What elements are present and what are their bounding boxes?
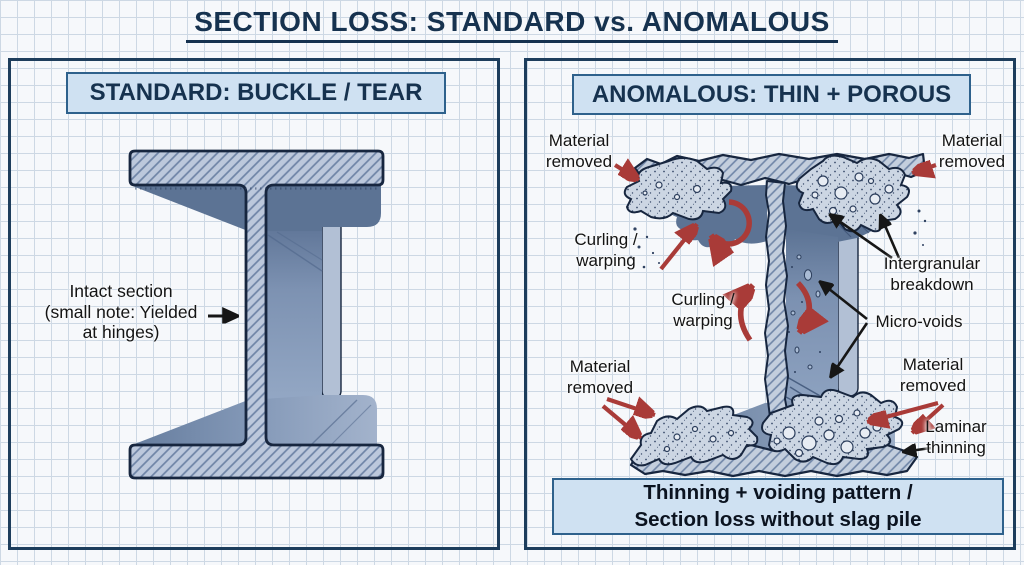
arrow-intergranular-2 bbox=[880, 214, 901, 259]
title-bar: SECTION LOSS: STANDARD vs. ANOMALOUS bbox=[0, 6, 1024, 43]
black-callout-arrows bbox=[819, 214, 932, 452]
intact-section-callout: Intact section (small note: Yielded at h… bbox=[44, 281, 198, 343]
label-curling-warping-upper: Curling / warping bbox=[574, 230, 638, 270]
ibeam-cross-section bbox=[128, 149, 385, 480]
arrow-micro-voids-1 bbox=[819, 281, 868, 321]
corroded-ibeam-illustration bbox=[601, 152, 945, 478]
anomalous-panel-header: ANOMALOUS: THIN + POROUS bbox=[572, 74, 971, 115]
web-hatched bbox=[764, 180, 790, 426]
arrow-material-removed-top-right bbox=[911, 165, 937, 173]
web-side-face bbox=[266, 231, 322, 400]
intact-ibeam-illustration bbox=[128, 149, 385, 480]
label-intergranular-breakdown: Intergranular breakdown bbox=[883, 254, 981, 294]
arrow-material-removed-bottom-left-2 bbox=[601, 404, 641, 438]
arrow-intergranular-1 bbox=[829, 214, 893, 260]
debris-dots bbox=[629, 209, 927, 269]
label-laminar-thinning: Laminar thinning bbox=[925, 417, 987, 457]
arrow-curling-upper bbox=[659, 224, 697, 271]
curl-arrow-top-left bbox=[711, 199, 752, 244]
arrow-material-removed-bottom-right-2 bbox=[912, 403, 945, 433]
arrow-laminar-thinning bbox=[902, 448, 932, 452]
arrow-material-removed-top-left bbox=[613, 165, 639, 180]
arrow-material-removed-bottom-right-1 bbox=[866, 400, 939, 422]
far-flange-strip bbox=[321, 218, 342, 400]
anomalous-panel: ANOMALOUS: THIN + POROUS bbox=[524, 58, 1016, 550]
red-callout-arrows bbox=[601, 165, 945, 438]
label-material-removed-bottom-right: Material removed bbox=[899, 355, 967, 395]
curl-arrow-web-left bbox=[741, 285, 753, 342]
corroded-blob-bottom-left bbox=[629, 405, 759, 467]
standard-panel: STANDARD: BUCKLE / TEAR bbox=[8, 58, 500, 550]
corroded-blob-top-left bbox=[623, 157, 733, 221]
arrow-micro-voids-2 bbox=[830, 322, 869, 378]
label-material-removed-top-right: Material removed bbox=[938, 131, 1006, 171]
label-material-removed-bottom-left: Material removed bbox=[566, 357, 634, 397]
curl-arrow-web-right bbox=[798, 281, 809, 333]
label-material-removed-top-left: Material removed bbox=[545, 131, 613, 171]
arrow-material-removed-bottom-left-1 bbox=[606, 399, 655, 415]
anomalous-summary-box: Thinning + voiding pattern / Section los… bbox=[552, 478, 1004, 535]
page-title: SECTION LOSS: STANDARD vs. ANOMALOUS bbox=[186, 6, 838, 43]
label-micro-voids: Micro-voids bbox=[875, 312, 963, 331]
corroded-blob-bottom-right bbox=[761, 388, 904, 466]
standard-panel-header: STANDARD: BUCKLE / TEAR bbox=[66, 72, 446, 114]
label-curling-warping-lower: Curling / warping bbox=[671, 290, 735, 330]
